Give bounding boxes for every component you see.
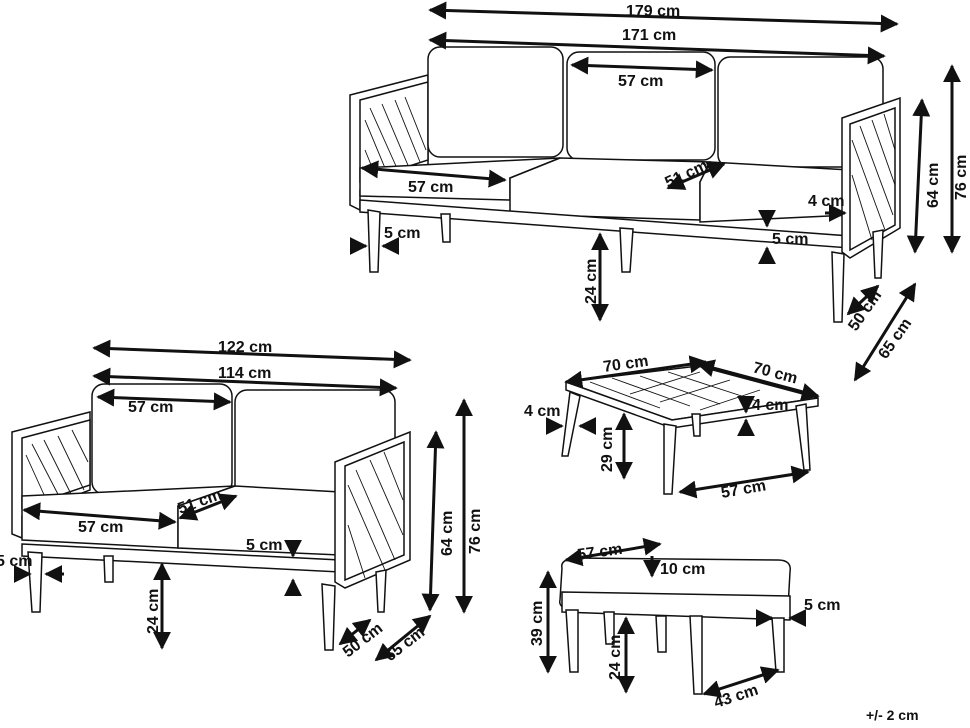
ottoman-leg-span: 43 cm [712, 682, 760, 712]
ottoman-width: 57 cm [576, 541, 623, 564]
ottoman-cushion: 10 cm [660, 561, 705, 578]
table-height: 29 cm [599, 427, 616, 472]
sofa2-backrest-width: 57 cm [128, 399, 173, 416]
sofa3-seat-width: 57 cm [408, 179, 453, 196]
sofa2-total-height: 76 cm [467, 509, 484, 554]
sofa3-width-inner: 171 cm [622, 27, 676, 44]
sofa2-cushion-thickness: 5 cm [246, 537, 282, 554]
sofa2-seat-width: 57 cm [78, 519, 123, 536]
table-leg-thickness: 4 cm [524, 403, 560, 420]
ottoman [559, 557, 791, 695]
table-leg-span: 57 cm [720, 477, 768, 502]
sofa3-leg-height: 24 cm [583, 259, 600, 304]
two-seat-sofa [11, 383, 411, 651]
ottoman-height: 39 cm [529, 601, 546, 646]
sofa3-backrest-width: 57 cm [618, 73, 663, 90]
table-top-thickness: 4 cm [752, 397, 788, 414]
sofa2-leg-height: 24 cm [145, 589, 162, 634]
sofa3-seat-height: 64 cm [925, 163, 942, 208]
three-seat-sofa [349, 46, 901, 323]
sofa3-cushion-thickness: 5 cm [772, 231, 808, 248]
table-width: 70 cm [602, 353, 649, 376]
sofa2-width-inner: 114 cm [218, 365, 271, 382]
sofa3-width-outer: 179 cm [626, 3, 680, 20]
sofa3-total-height: 76 cm [953, 155, 970, 200]
sofa2-seat-height: 64 cm [439, 511, 456, 556]
sofa2-leg-thickness: 5 cm [0, 553, 32, 570]
tolerance-note: +/- 2 cm [866, 707, 919, 723]
sofa3-arm-thickness: 4 cm [808, 193, 844, 210]
ottoman-frame: 5 cm [804, 597, 840, 614]
sofa3-leg-thickness: 5 cm [384, 225, 420, 242]
sofa2-width-outer: 122 cm [218, 339, 272, 356]
ottoman-leg-height: 24 cm [607, 635, 624, 680]
sofa2-total-depth: 65 cm [382, 624, 428, 665]
